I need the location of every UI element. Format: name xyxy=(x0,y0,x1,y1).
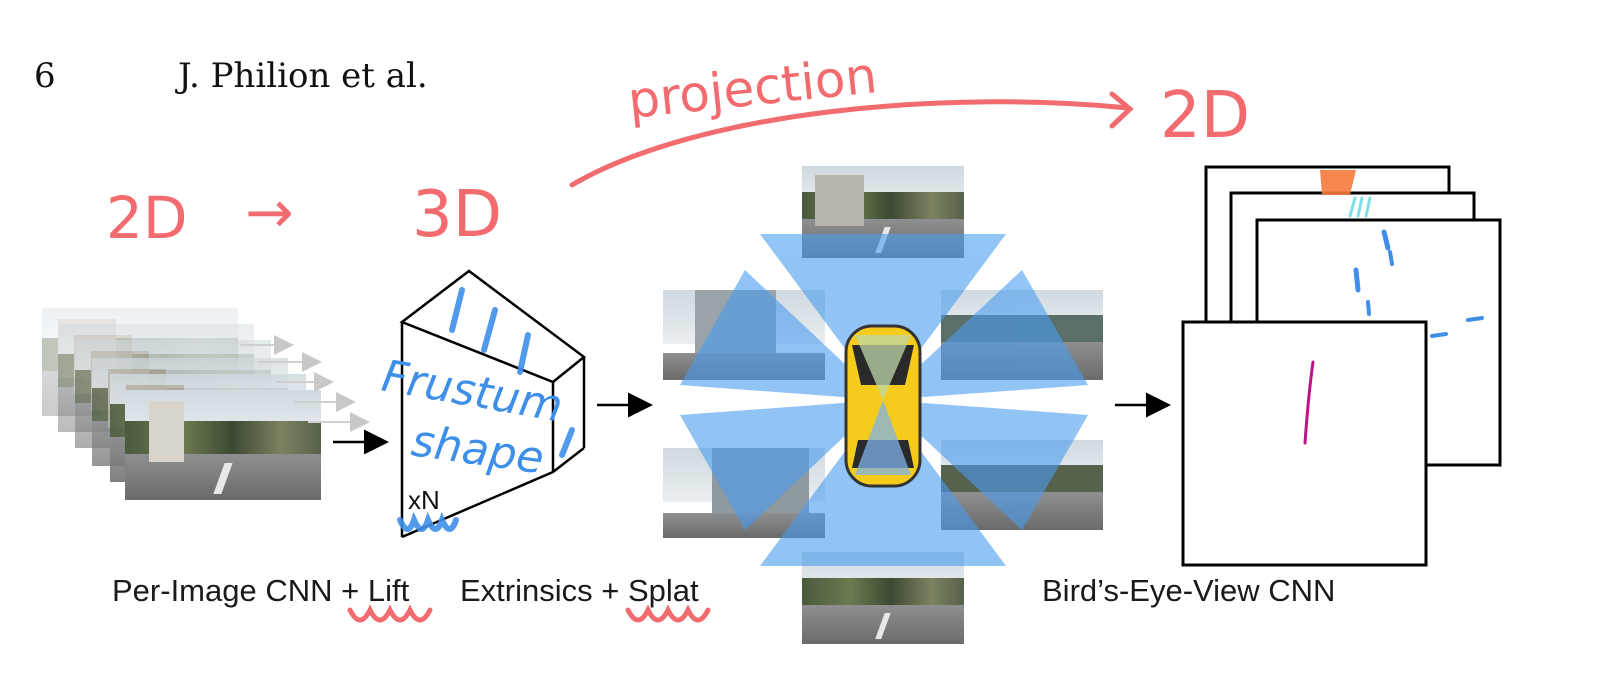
frustum-annotation xyxy=(397,287,575,532)
page-number: 6 xyxy=(34,56,56,96)
caption-bev-cnn: Bird’s-Eye-View CNN xyxy=(1042,573,1336,608)
annotation-2d-right: 2D xyxy=(1160,79,1250,153)
caption-per-image-cnn-lift: Per-Image CNN + Lift xyxy=(112,573,410,608)
splat-frustums xyxy=(680,234,1088,566)
lift-underline xyxy=(347,604,433,623)
frustum-multiplier: xN xyxy=(408,485,440,515)
input-image-front xyxy=(125,390,321,500)
stack-arrows xyxy=(240,335,370,432)
projection-arrow xyxy=(569,99,1131,188)
bev-predictions xyxy=(1303,170,1484,445)
running-head: J. Philion et al. xyxy=(178,56,428,96)
caption-extrinsics-splat: Extrinsics + Splat xyxy=(460,573,699,608)
annotation-2d-left: 2D xyxy=(106,184,188,252)
annotation-3d: 3D xyxy=(412,178,502,252)
bev-output-stack xyxy=(1181,165,1502,567)
annotation-arrow: → xyxy=(245,178,294,246)
annotation-projection: projection xyxy=(625,46,879,130)
splat-underline xyxy=(625,604,711,623)
ego-car-icon xyxy=(844,324,922,488)
red-annotations xyxy=(347,91,1134,623)
frustum-label-line1: Frustum xyxy=(378,351,566,433)
